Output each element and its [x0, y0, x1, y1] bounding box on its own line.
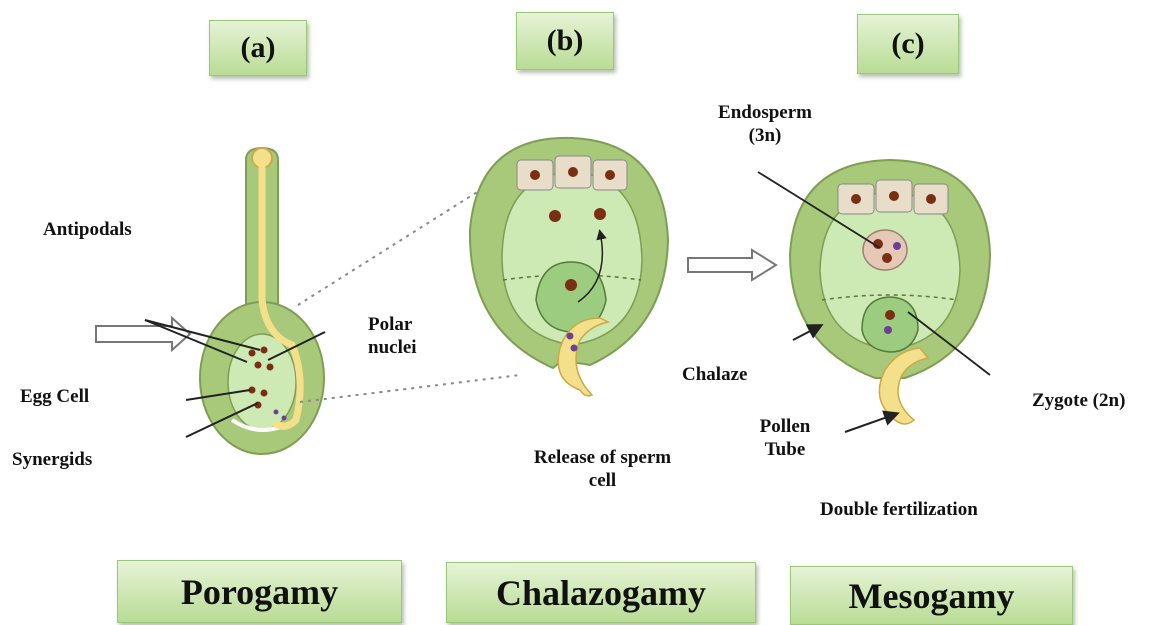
porogamy-label: Porogamy — [117, 560, 402, 623]
flow-arrow-a — [96, 318, 190, 350]
mesogamy-label: Mesogamy — [790, 566, 1073, 625]
egg-cell-label: Egg Cell — [20, 385, 89, 408]
release-sperm-label: Release of sperm cell — [505, 446, 700, 492]
antipodals-label: Antipodals — [43, 218, 132, 241]
ovule-c-illustration — [790, 160, 990, 424]
chalaze-label: Chalaze — [682, 363, 747, 386]
synergids-label: Synergids — [12, 448, 92, 471]
pollen-tube-label: Pollen Tube — [755, 415, 815, 461]
ovule-b-illustration — [470, 138, 668, 396]
endosperm-label: Endosperm (3n) — [690, 101, 840, 147]
panel-b-letter: (b) — [516, 12, 614, 70]
panel-a-letter: (a) — [209, 20, 307, 76]
polar-nuclei-label: Polar nuclei — [368, 313, 417, 359]
zygote-label: Zygote (2n) — [1032, 389, 1125, 412]
double-fertilization-label: Double fertilization — [820, 498, 978, 521]
panel-c-letter: (c) — [857, 14, 959, 74]
chalazogamy-label: Chalazogamy — [446, 562, 756, 623]
flow-arrow-b — [688, 250, 776, 280]
